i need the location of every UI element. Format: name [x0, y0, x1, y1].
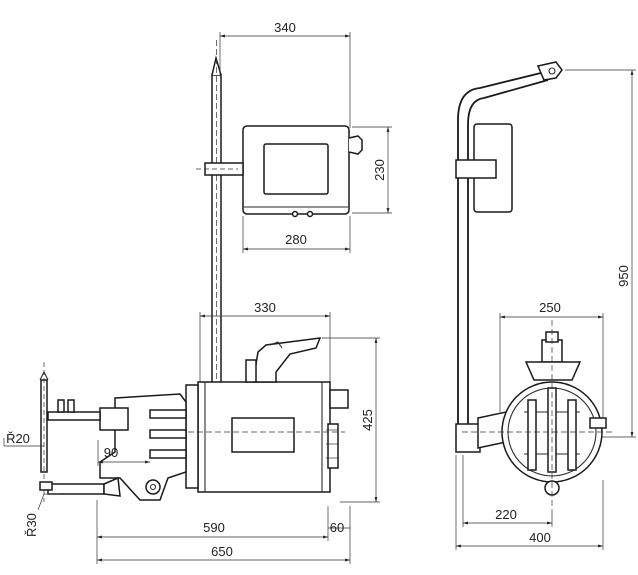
front-dimension-lines	[455, 69, 636, 550]
dim-250: 250	[539, 300, 561, 315]
handle	[245, 337, 322, 383]
dim-220: 220	[495, 507, 517, 522]
gun-front-body	[455, 320, 615, 510]
dim-60: 60	[330, 520, 344, 535]
dim-340: 340	[274, 20, 296, 35]
dim-950: 950	[616, 265, 631, 287]
control-screen	[263, 143, 329, 195]
upper-arm	[47, 411, 101, 421]
gun-body	[170, 381, 349, 493]
radius-r20: Ř20	[6, 431, 30, 446]
dimension-lines	[3, 32, 392, 564]
side-connector	[348, 135, 363, 155]
radius-r30: Ř30	[24, 513, 39, 537]
rod-tip	[211, 55, 222, 76]
lower-arm	[47, 483, 105, 495]
dim-590: 590	[203, 520, 225, 535]
dim-90: 90	[104, 445, 118, 460]
dim-425: 425	[360, 409, 375, 431]
pivot-bolt	[145, 479, 161, 495]
dim-650: 650	[211, 544, 233, 559]
arm-assembly	[47, 393, 187, 501]
control-box	[196, 125, 363, 218]
dim-230: 230	[372, 159, 387, 181]
rod-end-cap	[536, 61, 563, 81]
dim-280: 280	[285, 232, 307, 247]
curved-rod	[457, 71, 546, 430]
side-view	[3, 32, 392, 564]
dim-330: 330	[254, 300, 276, 315]
body-label-plate	[231, 417, 295, 453]
electrode-holder	[39, 362, 53, 502]
front-view	[455, 61, 636, 550]
dim-400: 400	[529, 530, 551, 545]
